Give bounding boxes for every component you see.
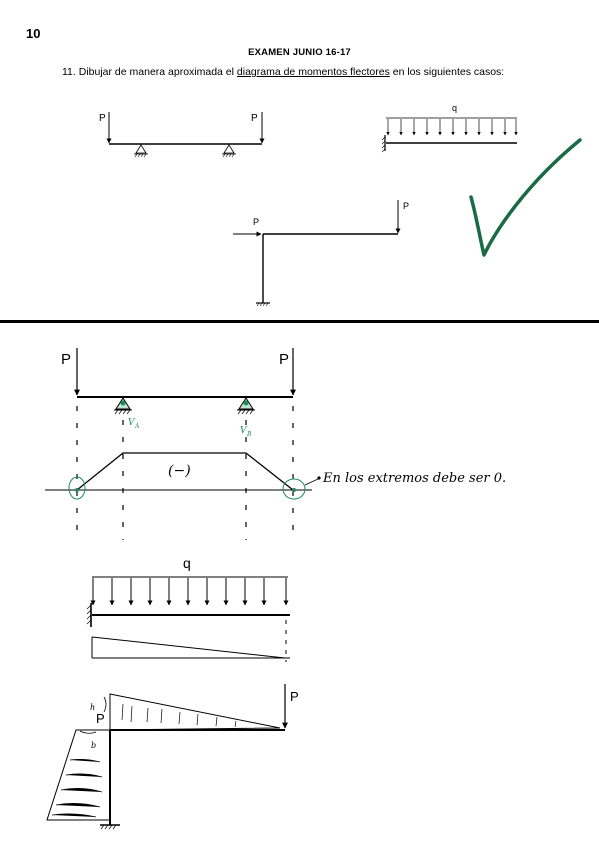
load-label-q: q: [183, 555, 191, 571]
support-b-label: V: [240, 426, 248, 436]
figure-cantilever-distributed: q: [381, 103, 518, 153]
b-mark: b: [91, 741, 96, 750]
pin-support-icon: [114, 397, 132, 415]
support-a-label: V: [128, 418, 136, 428]
pin-support-icon: [134, 144, 148, 158]
load-label-q: q: [452, 103, 457, 113]
support-a-sub: A: [134, 423, 140, 430]
force-label-left: P: [99, 113, 106, 124]
moment-diagram: [91, 636, 286, 659]
force-label-vertical: P: [403, 201, 409, 211]
exam-title: EXAMEN JUNIO 16-17: [248, 47, 351, 58]
force-label-right: P: [279, 351, 289, 368]
h-mark: h: [90, 703, 95, 712]
solution-cantilever: q: [86, 555, 290, 662]
page-number: 10: [26, 26, 41, 41]
solution-l-frame: P P h b: [46, 684, 299, 830]
question-underlined: diagrama de momentos flectores: [236, 66, 390, 78]
figure-l-frame: P P: [233, 200, 409, 307]
moment-diagram-beam: [109, 693, 281, 731]
moment-diagram-column: [46, 729, 110, 821]
question-suffix: en los siguientes casos:: [389, 66, 505, 78]
problem-figures: P P q: [99, 103, 582, 307]
pin-support-icon: [237, 397, 255, 415]
fixed-support-icon: [256, 302, 270, 307]
section-divider: [0, 320, 599, 323]
support-b-sub: B: [246, 431, 252, 438]
force-label-right: P: [251, 113, 258, 124]
force-label-horizontal: P: [96, 711, 105, 726]
force-label-horizontal: P: [253, 217, 259, 227]
fixed-support-icon: [100, 824, 120, 830]
fixed-support-icon: [86, 603, 92, 627]
checkmark-icon: [469, 138, 582, 257]
fixed-support-icon: [381, 135, 386, 153]
solution-beam: P P V A V B (−) En: [45, 348, 506, 540]
moment-diagram: [76, 452, 294, 491]
force-label-left: P: [61, 351, 71, 368]
question-text: 11. Dibujar de manera aproximada el diag…: [62, 66, 504, 78]
force-label-vertical: P: [290, 689, 299, 704]
figure-beam-two-loads: P P: [99, 112, 265, 158]
pin-support-icon: [222, 144, 236, 158]
question-prefix: 11. Dibujar de manera aproximada el: [62, 66, 237, 78]
moment-sign: (−): [168, 463, 191, 479]
endpoint-note: En los extremos debe ser 0.: [322, 471, 506, 486]
